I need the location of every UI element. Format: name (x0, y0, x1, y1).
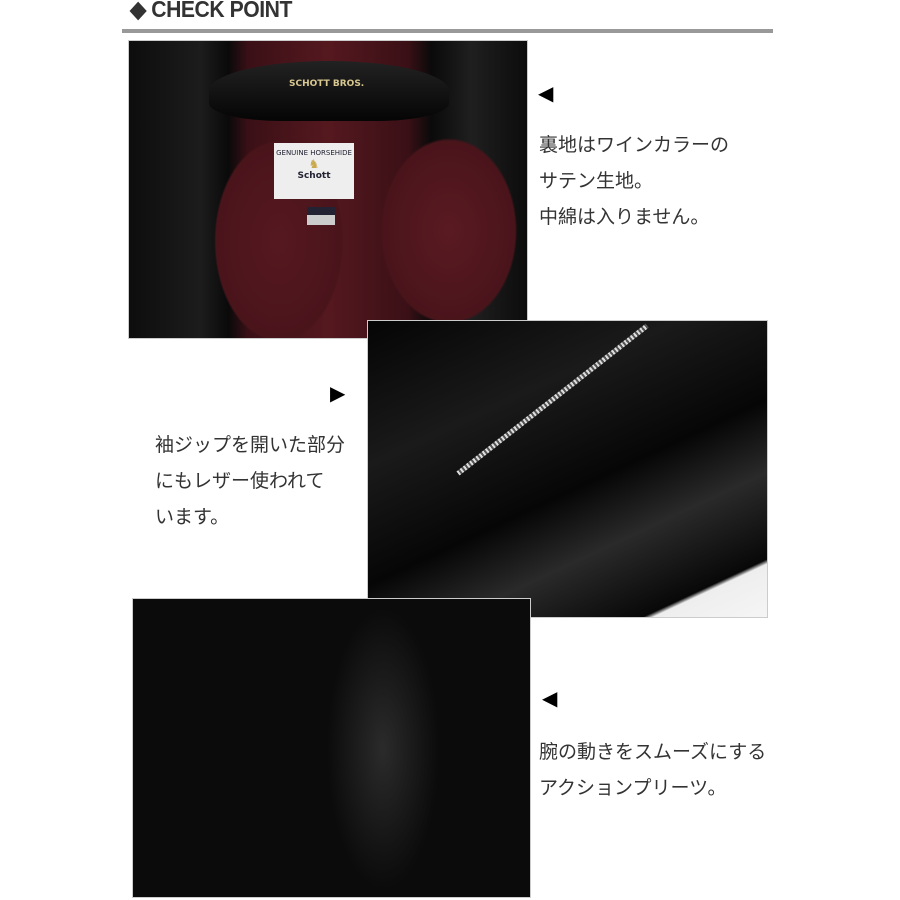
zipper (456, 323, 649, 476)
arrow-right-icon: ▶ (330, 381, 346, 405)
lining-photo: SCHOTT BROS. GENUINE HORSEHIDE♞Schott (128, 40, 528, 339)
collar-logo: SCHOTT BROS. (289, 79, 365, 89)
arrow-left-icon: ◀ (542, 686, 558, 710)
collar (209, 61, 449, 121)
point-2-text: 袖ジップを開いた部分にもレザー使われています。 (155, 434, 346, 528)
sleeve-zip-photo (367, 320, 768, 618)
action-pleats-photo (132, 598, 531, 898)
divider (122, 29, 773, 33)
arrow-left-icon: ◀ (538, 81, 554, 105)
section-title: ◆ CHECK POINT (130, 0, 292, 23)
point-3-text: 腕の動きをスムーズにするアクションプリーツ。 (539, 741, 767, 799)
point-1-text: 裏地はワインカラーのサテン生地。中綿は入りません。 (539, 134, 730, 228)
brand-label: GENUINE HORSEHIDE♞Schott (274, 143, 354, 199)
diamond-icon: ◆ (130, 0, 146, 22)
flag-tag (307, 207, 335, 225)
